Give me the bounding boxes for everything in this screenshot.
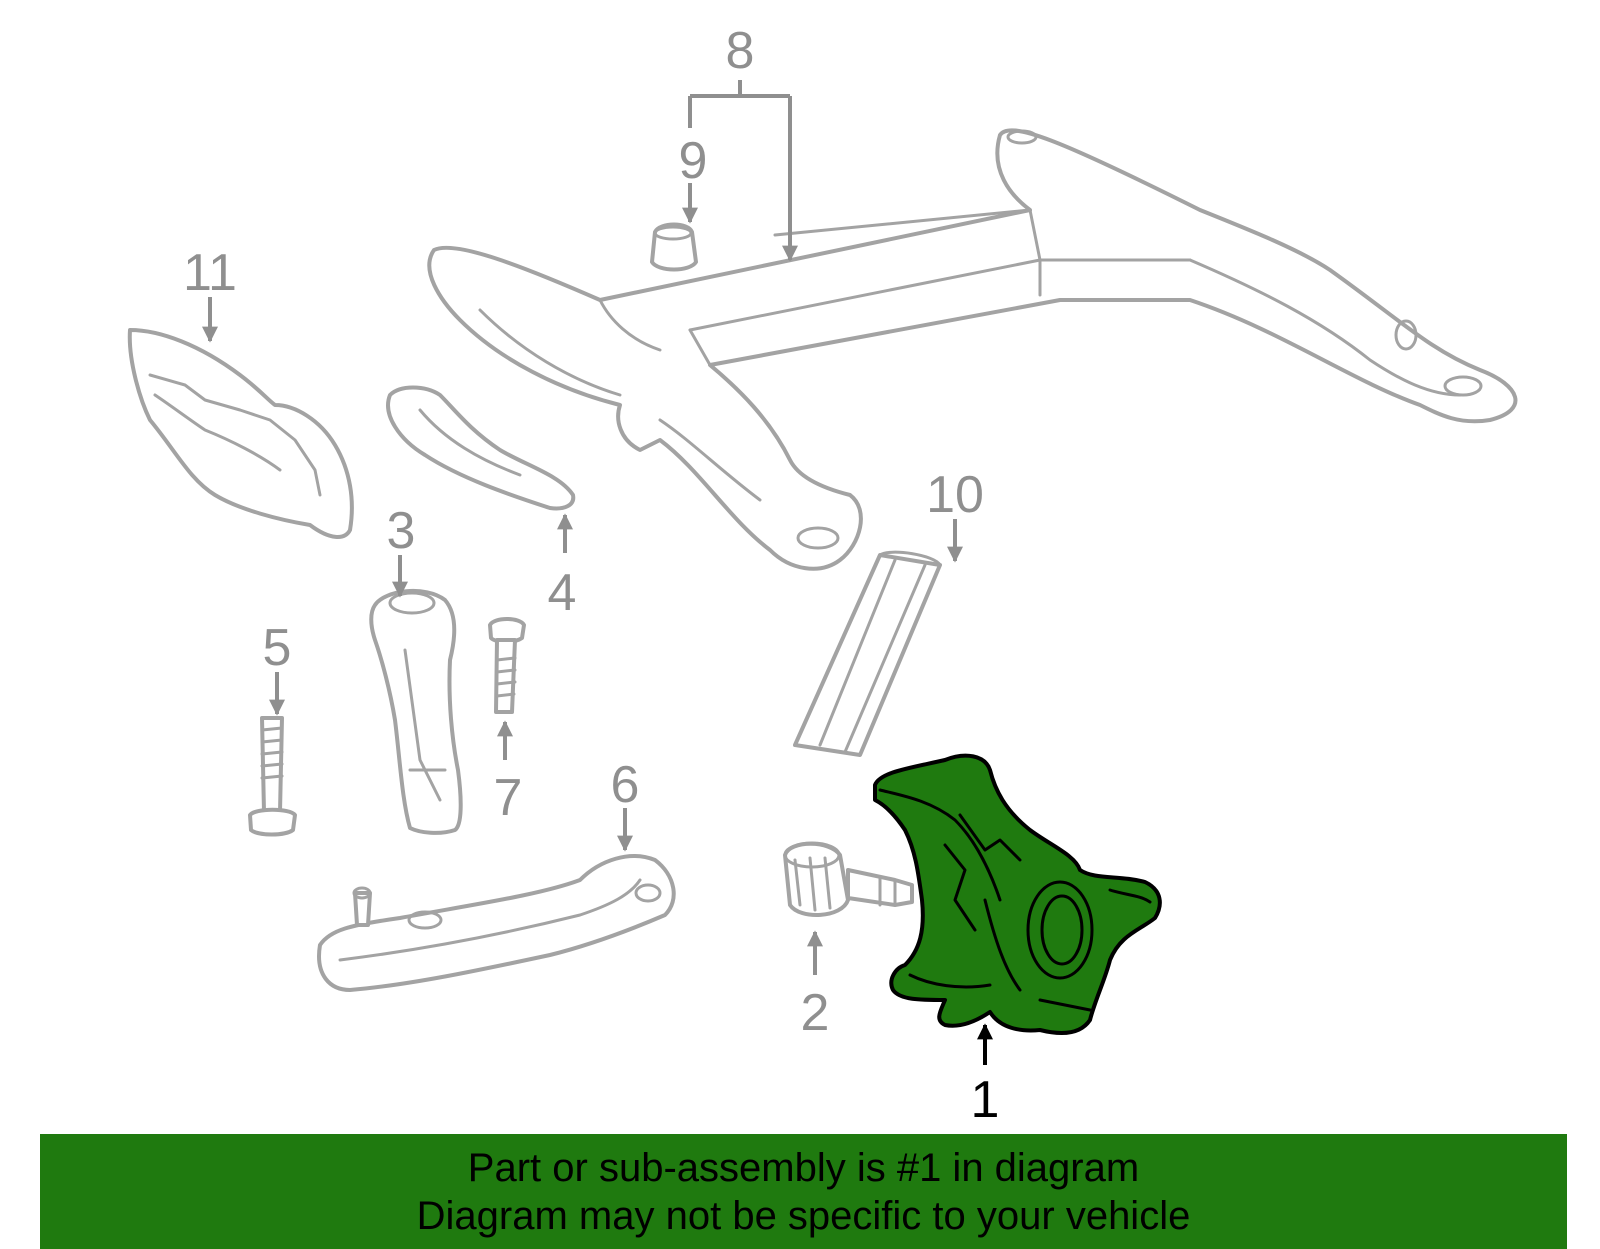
- bolt-part-7[interactable]: [488, 617, 526, 714]
- callout-5: 5: [263, 619, 292, 677]
- callout-11: 11: [183, 244, 237, 302]
- crossmember-part-8[interactable]: [427, 128, 1518, 571]
- leader-lines: [202, 80, 993, 1065]
- control-arm-part-6[interactable]: [317, 854, 676, 992]
- knuckle-part-1[interactable]: [873, 753, 1162, 1035]
- callout-labels: 8 9 11 4 3 10 5 7 6 2 1: [183, 22, 999, 1129]
- bar-part-10[interactable]: [793, 550, 942, 757]
- callout-7: 7: [494, 769, 523, 827]
- callout-3: 3: [387, 502, 416, 560]
- banner-line-1: Part or sub-assembly is #1 in diagram: [467, 1145, 1140, 1190]
- hub-part-2[interactable]: [783, 841, 914, 918]
- bracket-part-4[interactable]: [386, 385, 576, 511]
- banner-line-2: Diagram may not be specific to your vehi…: [416, 1193, 1191, 1238]
- callout-8: 8: [726, 22, 755, 80]
- callout-2: 2: [801, 984, 830, 1042]
- callout-9: 9: [679, 132, 708, 190]
- bushing-part-9[interactable]: [650, 222, 698, 272]
- arm-part-3[interactable]: [369, 588, 463, 835]
- info-banner: Part or sub-assembly is #1 in diagram Di…: [40, 1134, 1567, 1249]
- bolt-part-5[interactable]: [248, 716, 297, 837]
- callout-1: 1: [971, 1071, 1000, 1129]
- callout-6: 6: [611, 756, 640, 814]
- callout-4: 4: [548, 564, 577, 622]
- callout-10: 10: [926, 466, 984, 524]
- shield-part-11[interactable]: [127, 328, 354, 539]
